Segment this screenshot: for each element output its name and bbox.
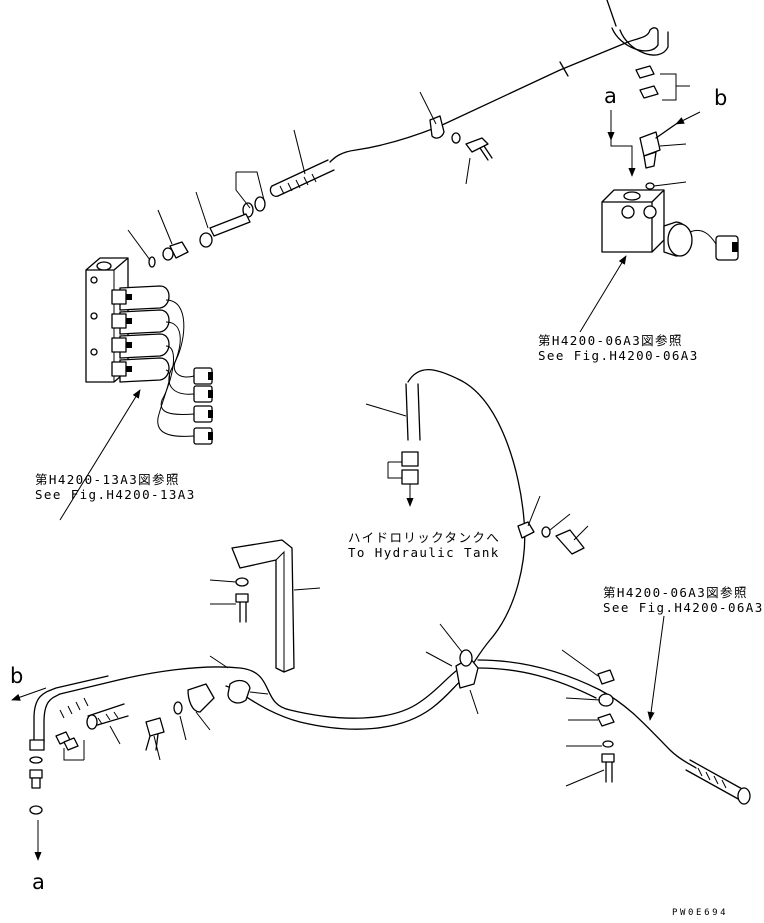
marker-a-bottom: a	[32, 870, 45, 894]
upper-right-valve	[579, 65, 739, 333]
tank-callout: ハイドロリックタンクへ To Hydraulic Tank	[348, 530, 500, 560]
mounting-bracket	[209, 539, 321, 673]
valve-block-reference-jp: 第H4200-13A3図参照	[35, 472, 180, 487]
upper-leaders	[127, 91, 471, 261]
upper-hose-clamp	[429, 115, 493, 161]
tank-callout-jp: ハイドロリックタンクへ	[348, 530, 501, 545]
upper-left-fittings	[148, 196, 266, 268]
upper-right-reference-jp: 第H4200-06A3図参照	[538, 333, 683, 348]
drawing-code: PW0E694	[672, 908, 729, 918]
marker-b-top: b	[714, 86, 728, 110]
marker-b-left: b	[10, 664, 24, 688]
lower-right-reference-jp: 第H4200-06A3図参照	[603, 585, 748, 600]
lower-center-clamp	[425, 623, 479, 715]
lower-left-fittings	[11, 655, 269, 861]
lower-hose	[33, 659, 751, 805]
upper-right-reference-en: See Fig.H4200-06A3	[538, 348, 699, 363]
marker-a-top: a	[604, 84, 617, 108]
valve-block-reference-en: See Fig.H4200-13A3	[35, 487, 196, 502]
lower-right-reference: 第H4200-06A3図参照 See Fig.H4200-06A3	[603, 585, 764, 615]
upper-hose	[269, 0, 669, 197]
solenoid-valve-block	[59, 257, 213, 521]
upper-right-reference: 第H4200-06A3図参照 See Fig.H4200-06A3	[538, 333, 699, 363]
tank-callout-en: To Hydraulic Tank	[348, 545, 500, 560]
valve-block-reference: 第H4200-13A3図参照 See Fig.H4200-13A3	[35, 472, 196, 502]
lower-right-fittings	[561, 615, 665, 787]
tank-hose	[365, 368, 589, 669]
lower-right-reference-en: See Fig.H4200-06A3	[603, 600, 764, 615]
